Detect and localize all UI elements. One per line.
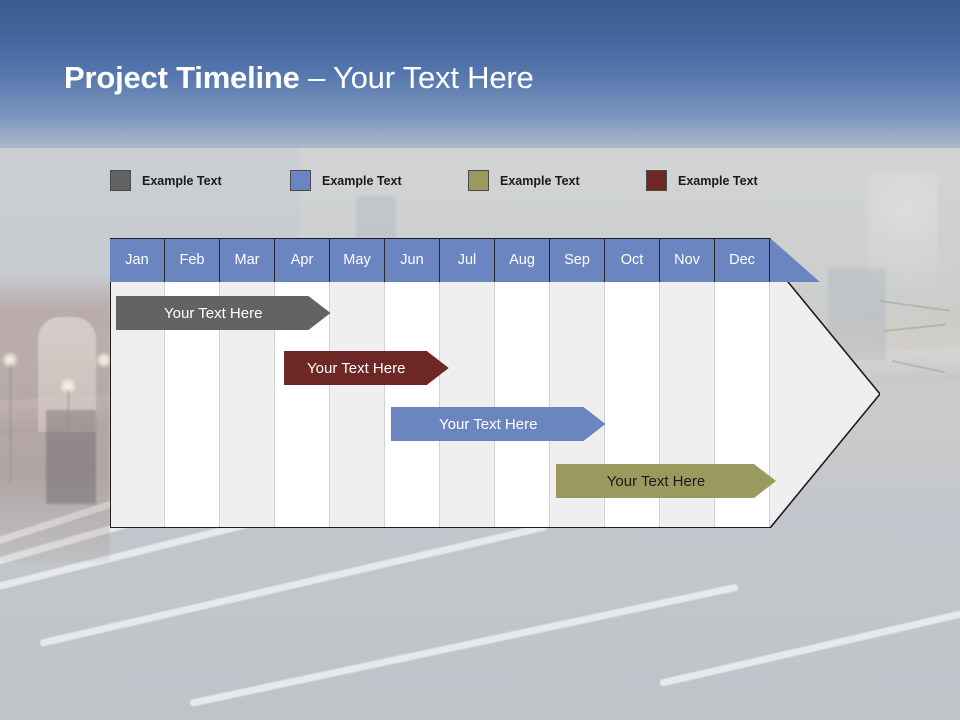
- month-header-jun[interactable]: Jun: [385, 238, 440, 282]
- month-column-jul: [440, 282, 495, 528]
- timeline-bar-1[interactable]: Your Text Here: [116, 296, 331, 330]
- month-header-aug[interactable]: Aug: [495, 238, 550, 282]
- month-header-mar[interactable]: Mar: [220, 238, 275, 282]
- page-title-bold: Project Timeline: [64, 60, 300, 95]
- month-header-oct[interactable]: Oct: [605, 238, 660, 282]
- legend-color-swatch: [646, 170, 667, 191]
- legend-color-swatch: [110, 170, 131, 191]
- title-band: [0, 0, 960, 148]
- month-header-arrow-tip: [770, 238, 820, 282]
- timeline-bar-4[interactable]: Your Text Here: [556, 464, 776, 498]
- timeline-bar-label: Your Text Here: [606, 472, 706, 490]
- month-header-jan[interactable]: Jan: [110, 238, 165, 282]
- month-column-aug: [495, 282, 550, 528]
- month-header-dec[interactable]: Dec: [715, 238, 770, 282]
- timeline-bar-label: Your Text Here: [439, 415, 538, 433]
- month-header-sep[interactable]: Sep: [550, 238, 605, 282]
- legend-color-swatch: [468, 170, 489, 191]
- month-column-may: [330, 282, 385, 528]
- timeline-bar-label: Your Text Here: [307, 359, 406, 377]
- street-lamp-glow: [96, 352, 112, 368]
- legend-item-2: Example Text: [290, 170, 402, 191]
- lamp-post: [67, 390, 70, 490]
- legend-color-swatch: [290, 170, 311, 191]
- legend-item-1: Example Text: [110, 170, 222, 191]
- building-window: [46, 410, 96, 504]
- month-header-may[interactable]: May: [330, 238, 385, 282]
- month-column-jun: [385, 282, 440, 528]
- timeline-bar-3[interactable]: Your Text Here: [391, 407, 606, 441]
- street-lamp-glow: [2, 352, 18, 368]
- page-title-rest: – Your Text Here: [299, 60, 534, 95]
- timeline-bar-shape: [556, 464, 776, 498]
- legend-item-4: Example Text: [646, 170, 758, 191]
- legend-item-label: Example Text: [500, 173, 580, 188]
- month-header-apr[interactable]: Apr: [275, 238, 330, 282]
- timeline-bar-shape: [391, 407, 606, 441]
- month-header-background: [110, 238, 770, 282]
- timeline-bar-shape: [116, 296, 331, 330]
- timeline-bar-label: Your Text Here: [164, 304, 263, 322]
- month-header-feb[interactable]: Feb: [165, 238, 220, 282]
- month-header-jul[interactable]: Jul: [440, 238, 495, 282]
- legend: Example Text Example Text Example Text Exam…: [110, 170, 830, 194]
- lamp-post: [9, 364, 12, 484]
- legend-item-label: Example Text: [678, 173, 758, 188]
- building-arch: [38, 316, 96, 432]
- timeline-bar-2[interactable]: Your Text Here: [284, 351, 449, 385]
- legend-item-label: Example Text: [142, 173, 222, 188]
- legend-item-3: Example Text: [468, 170, 580, 191]
- timeline-bar-shape: [284, 351, 449, 385]
- month-header-nov[interactable]: Nov: [660, 238, 715, 282]
- timeline-grid: [110, 238, 770, 528]
- legend-item-label: Example Text: [322, 173, 402, 188]
- page-title: Project Timeline – Your Text Here: [64, 60, 534, 96]
- street-lamp-glow: [60, 378, 76, 394]
